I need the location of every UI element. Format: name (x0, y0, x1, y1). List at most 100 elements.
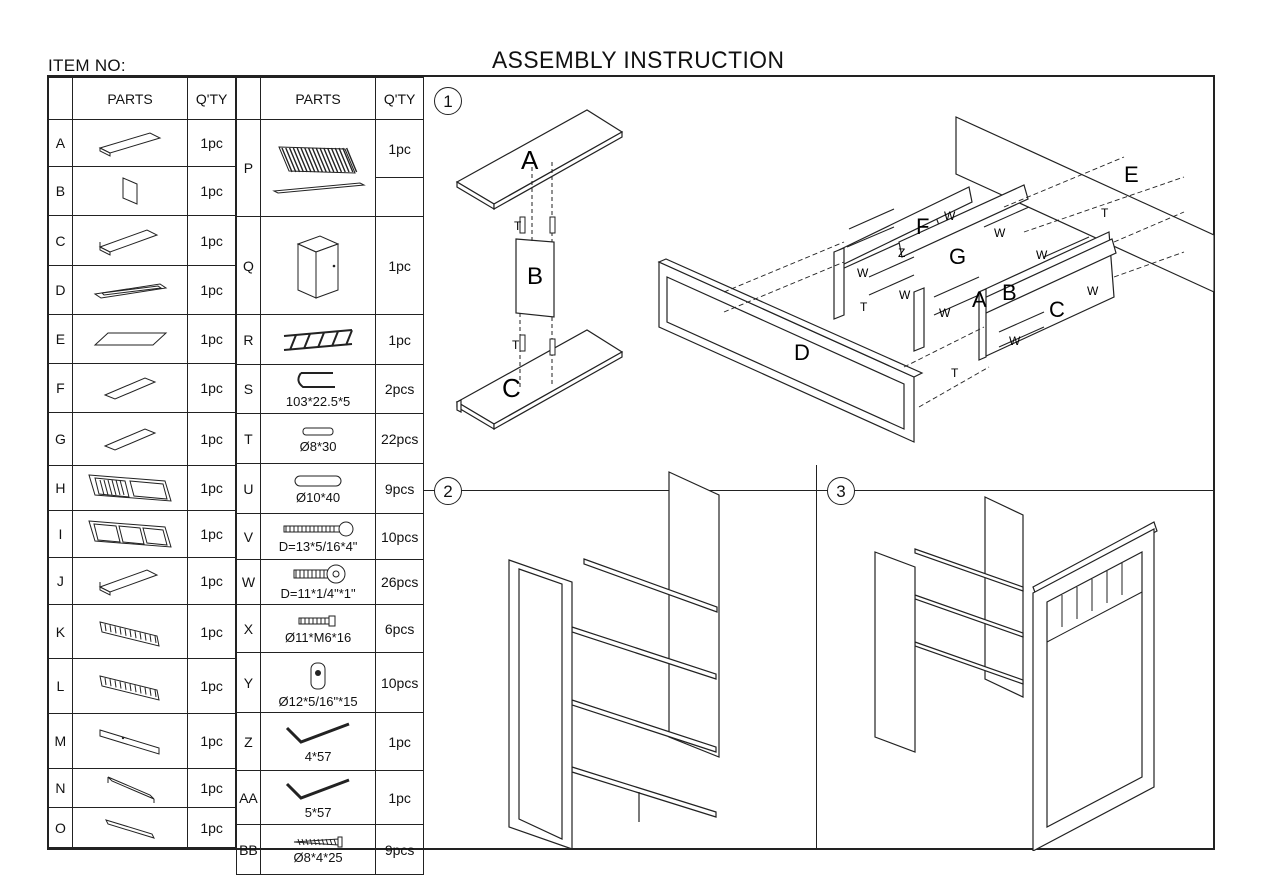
item-number-label: ITEM NO: (48, 56, 126, 75)
part-qty: 1pc (187, 119, 236, 167)
parts-row: L 1pc (48, 658, 236, 714)
part-qty: 1pc (375, 314, 424, 365)
parts-row: R 1pc (236, 314, 424, 365)
part-label: R (236, 314, 261, 365)
shelf-with-lip-icon (71, 557, 189, 605)
part-size: Ø8*30 (299, 438, 337, 454)
step-3-diagram (874, 496, 1158, 851)
part-label: E (48, 314, 73, 364)
barrel-nut-icon: Ø12*5/16"*15 (259, 652, 377, 713)
label-t: T (951, 366, 959, 380)
part-label: U (236, 463, 261, 514)
part-label: J (48, 557, 73, 605)
part-qty: 1pc (187, 557, 236, 605)
label-g: G (949, 244, 966, 269)
step-2-diagram (508, 471, 720, 850)
bracket-icon (71, 768, 189, 808)
empty-cell (375, 177, 424, 217)
part-size: Ø8*4*25 (293, 849, 343, 865)
board-icon (71, 412, 189, 466)
parts-row: Y Ø12*5/16"*15 10pcs (236, 652, 424, 713)
part-qty: 10pcs (375, 652, 424, 713)
part-label: Y (236, 652, 261, 713)
step-divider-vertical (816, 465, 817, 850)
three-panel-frame-icon (71, 510, 189, 558)
framed-rail-icon (71, 265, 189, 315)
part-qty: 9pcs (375, 463, 424, 514)
shelf-with-lip-icon (71, 215, 189, 266)
flat-board-icon (71, 314, 189, 364)
part-qty: 1pc (187, 363, 236, 413)
part-size: 5*57 (304, 804, 332, 820)
label-d: D (794, 340, 810, 365)
part-label: T (236, 413, 261, 464)
panel-c-shape (455, 329, 624, 425)
part-size: 103*22.5*5 (285, 394, 351, 409)
part-label: Q (236, 216, 261, 315)
ladder-icon (259, 314, 377, 365)
side-rail-icon (71, 713, 189, 769)
step-1-number: 1 (434, 87, 462, 115)
part-qty: 1pc (187, 510, 236, 558)
part-label: B (48, 166, 73, 216)
parts-row: Q 1pc (236, 216, 424, 315)
long-panel-icon (71, 119, 189, 167)
page-title: ASSEMBLY INSTRUCTION (492, 47, 785, 74)
dowel-icon: Ø8*30 (259, 413, 377, 464)
label-a2: A (972, 287, 987, 312)
part-label: A (48, 119, 73, 167)
label-w: W (1036, 248, 1048, 262)
part-label: I (48, 510, 73, 558)
part-qty: 10pcs (375, 513, 424, 560)
part-qty: 1pc (187, 768, 236, 808)
part-label: D (48, 265, 73, 315)
label-b: B (527, 263, 543, 290)
part-qty: 6pcs (375, 604, 424, 653)
label-a: A (521, 145, 539, 175)
part-label: N (48, 768, 73, 808)
label-w: W (1087, 284, 1099, 298)
parts-header: PARTS (259, 77, 377, 120)
part-qty: 26pcs (375, 559, 424, 605)
slat-set-icon (259, 119, 377, 217)
bar-icon (71, 807, 189, 848)
part-size: Ø12*5/16"*15 (278, 693, 358, 709)
part-qty: 1pc (375, 216, 424, 315)
part-qty: 1pc (187, 658, 236, 714)
label-w: W (944, 209, 956, 223)
label-t: T (1101, 206, 1109, 220)
short-bolt-icon: D=11*1/4"*1" (259, 559, 377, 605)
part-label: M (48, 713, 73, 769)
nightstand-icon (259, 216, 377, 315)
part-label: K (48, 604, 73, 659)
part-qty: 1pc (187, 166, 236, 216)
panel-e-shape (955, 116, 1215, 293)
part-label: L (48, 658, 73, 714)
label-t: T (860, 300, 868, 314)
parts-row: A 1pc (48, 119, 236, 167)
step-3-number: 3 (827, 477, 855, 505)
part-label: W (236, 559, 261, 605)
slatted-headboard-icon (71, 465, 189, 511)
cam-bolt-icon: Ø11*M6*16 (259, 604, 377, 653)
part-size: D=11*1/4"*1" (280, 586, 356, 601)
step-2-number: 2 (434, 477, 462, 505)
slatted-rail-icon (71, 604, 189, 659)
part-qty: 1pc (375, 770, 424, 825)
allen-key-icon: 5*57 (259, 770, 377, 825)
